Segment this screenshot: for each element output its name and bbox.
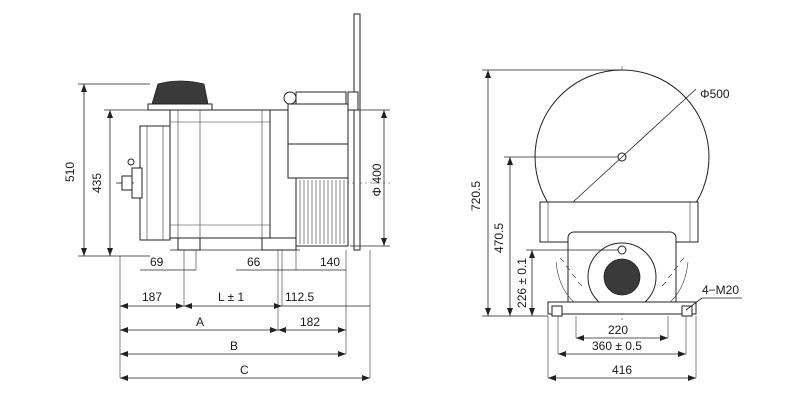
sheave-teeth — [559, 257, 685, 287]
dim-140: 140 — [320, 255, 340, 269]
hand-release — [121, 175, 133, 191]
dim-112-5: 112.5 — [285, 290, 314, 304]
dim-226: 226 ± 0.1 — [515, 258, 529, 308]
lifting-eye — [283, 91, 297, 105]
dim-L: L ± 1 — [218, 290, 244, 304]
disc-clamp — [347, 91, 359, 111]
dim-phi500: Φ500 — [700, 87, 730, 101]
dim-C: C — [240, 363, 249, 377]
dim-182: 182 — [300, 315, 320, 329]
dim-187: 187 — [142, 290, 162, 304]
traction-sheave — [295, 177, 349, 247]
rotor-core — [603, 258, 641, 296]
brake-disc — [139, 125, 171, 241]
dim-470-5: 470.5 — [492, 223, 506, 253]
terminal-box-base — [147, 103, 213, 111]
foot-right — [261, 237, 297, 251]
dim-510: 510 — [63, 162, 77, 182]
dim-66: 66 — [247, 255, 261, 269]
foot-left — [177, 237, 201, 251]
sheave-grooves — [299, 180, 345, 244]
dim-720-5: 720.5 — [469, 181, 483, 211]
dim-435: 435 — [90, 173, 104, 193]
dim-4-m20: 4−M20 — [702, 283, 739, 297]
dim-69: 69 — [150, 255, 164, 269]
terminal-box — [151, 80, 209, 105]
sheave-hub — [287, 143, 349, 179]
dim-416: 416 — [612, 363, 632, 377]
dim-220: 220 — [608, 323, 628, 337]
side-view: 510 435 Φ 400 69 66 140 187 L ± 1 112.5 — [63, 13, 390, 381]
foot-bolt-right — [681, 305, 693, 317]
motor-housing — [169, 109, 271, 239]
dim-phi400: Φ 400 — [370, 163, 384, 196]
top-arm — [295, 91, 347, 105]
flywheel-disc — [353, 13, 361, 251]
dim-360: 360 ± 0.5 — [592, 339, 642, 353]
dim-A: A — [196, 315, 204, 329]
release-knob — [127, 158, 135, 166]
upper-bracket — [287, 103, 349, 145]
foot-bolt-left — [551, 305, 563, 317]
front-view: Φ500 720.5 470.5 226 ± 0.1 4−M20 — [469, 66, 742, 381]
shaft-hole — [617, 245, 627, 255]
base-plate — [547, 301, 697, 315]
dim-B: B — [230, 339, 238, 353]
